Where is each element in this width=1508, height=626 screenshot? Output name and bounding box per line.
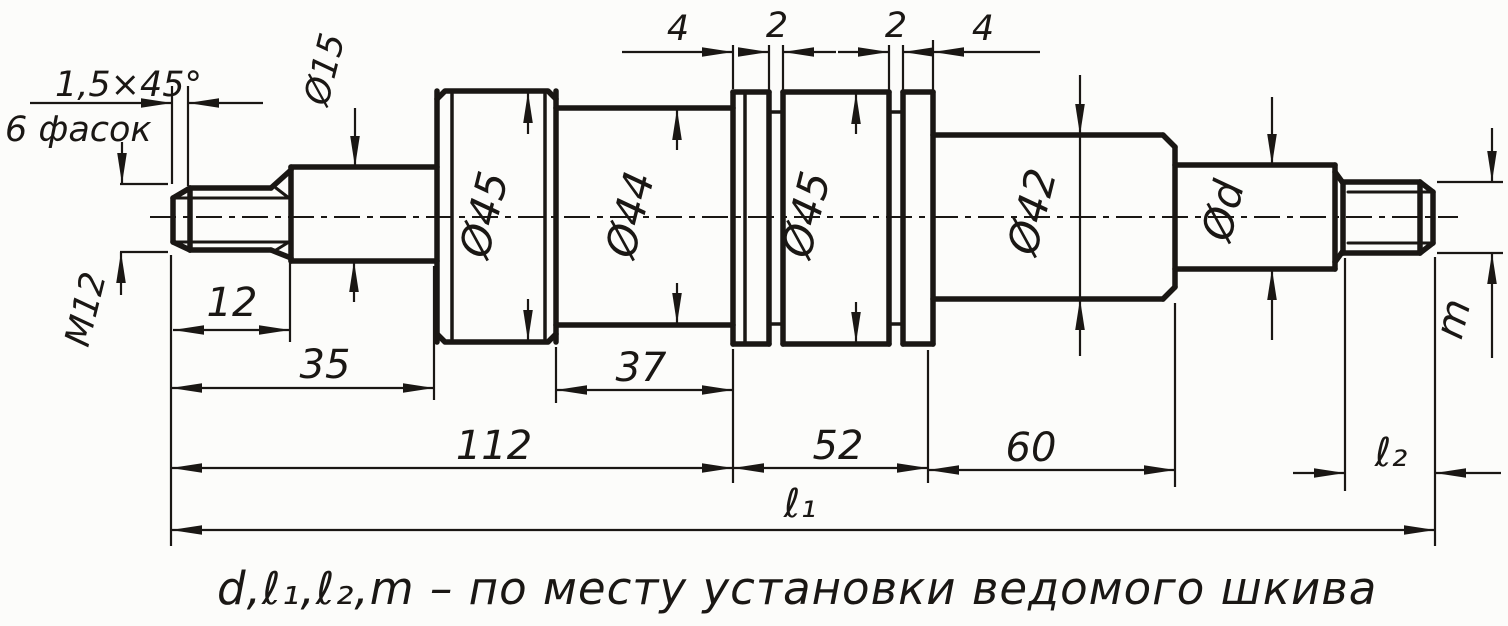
len-52-label: 52 [813, 423, 864, 469]
thread-root-lines [171, 186, 1435, 252]
shaft-outline [170, 88, 1436, 347]
chamfer-dim-label: 1,5×45° [55, 65, 202, 105]
groove-right-width-label: 2 [885, 6, 907, 46]
len-35-label: 35 [300, 342, 351, 388]
len-60-label: 60 [1006, 425, 1057, 471]
len-37-label: 37 [616, 345, 667, 391]
chamfer-count-label: 6 фасок [5, 110, 152, 150]
len-l1-label: ℓ₁ [783, 481, 817, 527]
len-12-label: 12 [207, 280, 258, 326]
dimension-lines [30, 47, 1501, 535]
len-112-label: 112 [456, 423, 532, 469]
len-l2-label: ℓ₂ [1374, 430, 1408, 476]
collar-left-width-label: 4 [667, 9, 689, 49]
groove-left-width-label: 2 [766, 6, 788, 46]
drawing-caption: d,ℓ₁,ℓ₂,m – по месту установки ведомого … [217, 562, 1377, 615]
collar-right-width-label: 4 [972, 9, 994, 49]
